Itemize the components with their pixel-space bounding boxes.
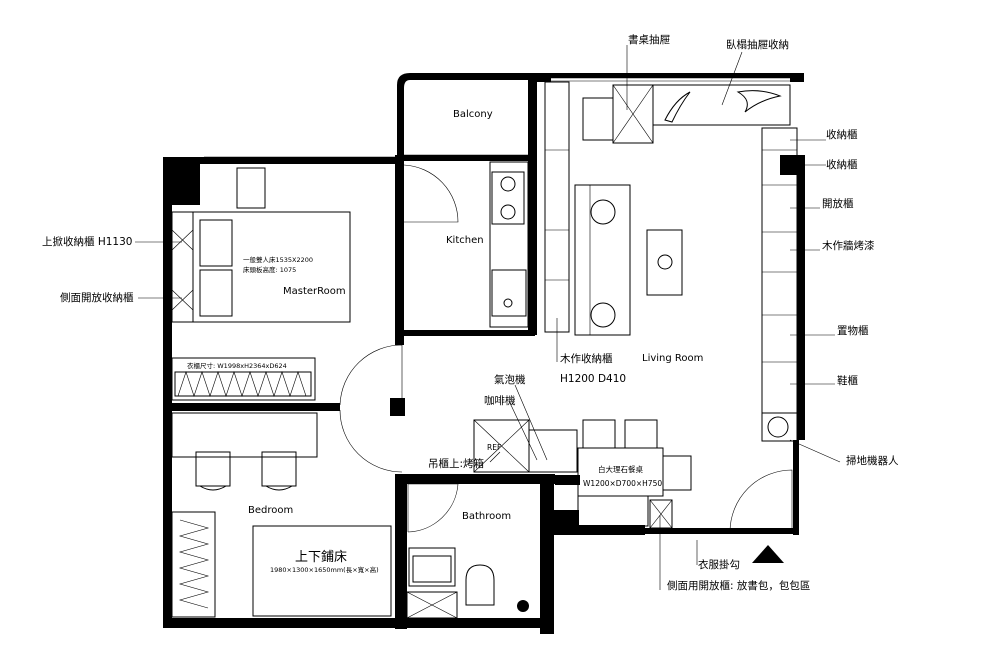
callout-robot: 掃地機器人 xyxy=(846,454,899,467)
callout-wood-dims: H1200 D410 xyxy=(560,373,626,385)
master-bed-spec: 一般雙人床1535X2200 xyxy=(243,255,313,264)
callout-bed-drawer: 臥榻抽屜收納 xyxy=(726,38,789,51)
wardrobe-dims: 衣櫃尺寸: W1998xH2364xD624 xyxy=(187,361,287,370)
callout-shoe: 鞋櫃 xyxy=(837,374,858,387)
fridge-label: REF xyxy=(487,443,501,452)
callout-display: 置物櫃 xyxy=(837,324,869,337)
callout-oven: 吊櫃上:烤箱 xyxy=(428,457,484,470)
room-label-master: MasterRoom xyxy=(283,286,346,297)
room-label-bathroom: Bathroom xyxy=(462,511,511,522)
callout-coat-hook: 衣服掛勾 xyxy=(698,558,740,571)
dining-table-label: 白大理石餐桌 xyxy=(598,464,643,474)
walls xyxy=(163,73,805,634)
leader-lines xyxy=(135,45,841,590)
room-label-bedroom: Bedroom xyxy=(248,505,293,516)
living-room-furniture xyxy=(473,81,798,529)
kitchen-furniture xyxy=(489,161,529,328)
callout-storage-1: 收納櫃 xyxy=(826,128,858,141)
bunk-bed-dims: 1980×1300×1650mm(長×寬×高) xyxy=(270,565,379,574)
bathroom-fixtures xyxy=(406,547,529,619)
room-label-living: Living Room xyxy=(642,353,703,364)
callout-side-open: 側面開放收納櫃 xyxy=(60,291,134,304)
room-label-kitchen: Kitchen xyxy=(446,235,484,246)
callout-wood-storage: 木作收納櫃 xyxy=(560,352,613,365)
callout-desk-drawer: 書桌抽屜 xyxy=(628,33,670,46)
door-swings xyxy=(339,164,793,533)
entrance-arrow-icon xyxy=(752,545,784,563)
callout-side-bag: 側面用開放櫃: 放書包，包包區 xyxy=(667,579,810,592)
master-bed-height: 床頭板高度: 1075 xyxy=(243,265,296,274)
callout-storage-2: 收納櫃 xyxy=(826,158,858,171)
windows xyxy=(165,77,790,520)
master-room-furniture xyxy=(171,167,351,401)
callout-wood-grain: 木作牆烤漆 xyxy=(822,239,875,252)
callout-lift-storage: 上掀收納櫃 H1130 xyxy=(42,235,132,248)
callout-bubble: 氣泡機 xyxy=(494,373,526,386)
callout-open-cabinet: 開放櫃 xyxy=(822,197,854,210)
bunk-bed-label: 上下鋪床 xyxy=(295,549,347,565)
room-label-balcony: Balcony xyxy=(453,109,493,120)
dining-table-dims: W1200×D700×H750 xyxy=(583,479,662,488)
callout-coffee: 咖啡機 xyxy=(484,394,516,407)
bedroom-furniture xyxy=(171,412,392,618)
